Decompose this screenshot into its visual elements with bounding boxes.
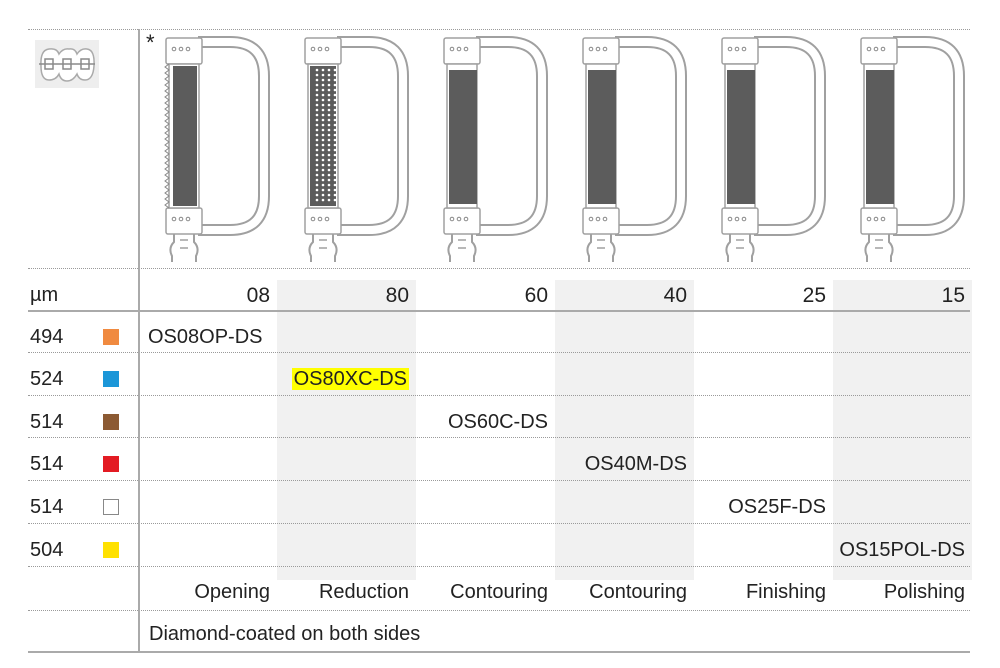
- column-stripe-15: [833, 280, 972, 580]
- serrated-strip-icon: [164, 36, 270, 262]
- color-swatch: [103, 414, 119, 430]
- row-code: 504: [30, 539, 64, 561]
- image-row-bottom-rule: [28, 268, 970, 269]
- solid-strip-icon: [721, 36, 826, 262]
- grit-header-2: 60: [524, 284, 548, 307]
- grit-header-0: 08: [246, 284, 270, 307]
- row-rule-4: [28, 480, 970, 481]
- color-swatch: [103, 371, 119, 387]
- column-stripe-80: [277, 280, 416, 580]
- grit-header-3: 40: [663, 284, 687, 307]
- row-rule-1: [28, 352, 970, 353]
- product-code-text: OS80XC-DS: [291, 368, 409, 390]
- product-code: OS08OP-DS: [148, 322, 262, 352]
- purpose-label-3: Contouring: [589, 581, 687, 603]
- strip-illustrations: [140, 36, 972, 264]
- unit-label: µm: [30, 284, 59, 306]
- product-code-text: OS08OP-DS: [148, 326, 263, 348]
- row-code: 494: [30, 326, 64, 348]
- column-stripe-40: [555, 280, 694, 580]
- solid-strip-icon: [582, 36, 687, 262]
- coating-note: Diamond-coated on both sides: [149, 623, 421, 645]
- product-code: OS60C-DS: [417, 407, 548, 437]
- product-code-text: OS40M-DS: [584, 453, 687, 475]
- grit-header-1: 80: [385, 284, 409, 307]
- asterisk-note-mark: *: [146, 30, 155, 55]
- row-rule-5: [28, 523, 970, 524]
- solid-strip-icon: [443, 36, 548, 262]
- bottom-rule: [28, 651, 970, 653]
- product-code: OS80XC-DS: [278, 364, 409, 394]
- color-swatch: [103, 329, 119, 345]
- product-code-text: OS15POL-DS: [839, 539, 965, 561]
- grit-header-4: 25: [802, 284, 826, 307]
- purpose-row-rule: [28, 610, 970, 611]
- braces-teeth-icon: [35, 40, 99, 88]
- color-swatch: [103, 499, 119, 515]
- grit-header-5: 15: [941, 284, 965, 307]
- row-code: 514: [30, 496, 64, 518]
- color-swatch: [103, 456, 119, 472]
- purpose-label-4: Finishing: [745, 581, 826, 603]
- purpose-label-0: Opening: [194, 581, 270, 603]
- top-rule: [28, 29, 970, 30]
- row-rule-3: [28, 437, 970, 438]
- product-code-text: OS25F-DS: [728, 496, 826, 518]
- row-rule-6: [28, 566, 970, 567]
- row-rule-2: [28, 395, 970, 396]
- product-code: OS25F-DS: [695, 492, 826, 522]
- row-code: 514: [30, 453, 64, 475]
- row-code: 514: [30, 411, 64, 433]
- product-code: OS40M-DS: [556, 449, 687, 479]
- perforated-strip-icon: [304, 36, 409, 262]
- purpose-label-1: Reduction: [318, 581, 409, 603]
- product-code-text: OS60C-DS: [447, 411, 548, 433]
- purpose-label-2: Contouring: [450, 581, 548, 603]
- row-code: 524: [30, 368, 64, 390]
- color-swatch: [103, 542, 119, 558]
- column-divider: [138, 29, 140, 652]
- header-row-rule: [28, 310, 970, 312]
- product-code: OS15POL-DS: [834, 535, 965, 565]
- purpose-label-5: Polishing: [883, 581, 965, 603]
- solid-strip-icon: [860, 36, 965, 262]
